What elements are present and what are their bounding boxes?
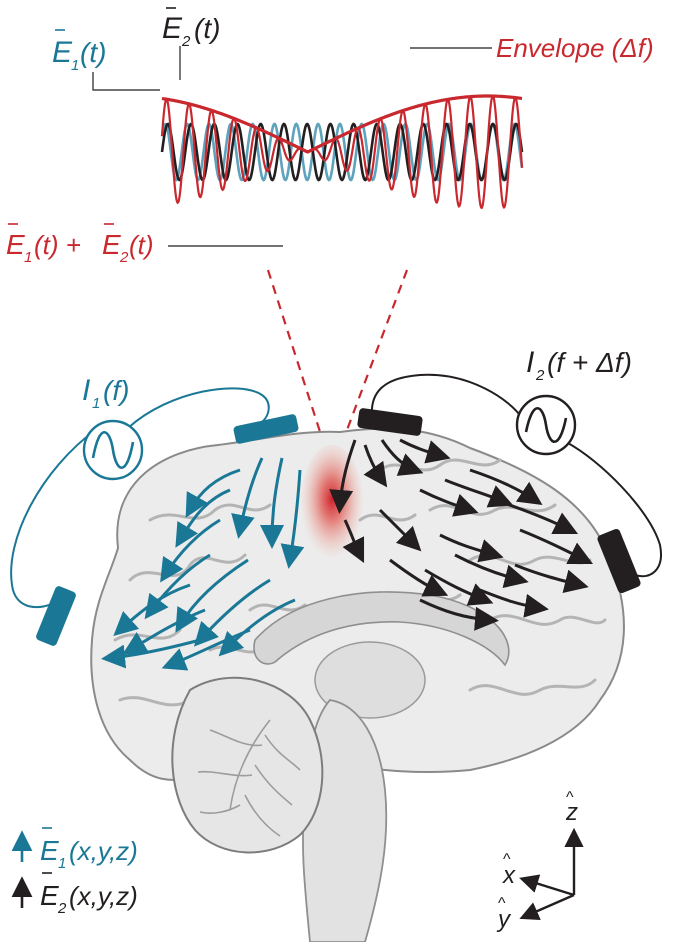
e1-leader-line xyxy=(92,72,160,91)
coordinate-axes xyxy=(519,827,584,920)
i1-wire-left xyxy=(10,427,99,608)
brain-sagittal-section xyxy=(90,427,625,942)
legend-e2-argument: (x,y,z) xyxy=(69,881,138,911)
field-legend: E 1 (x,y,z) E 2 (x,y,z) xyxy=(11,827,138,917)
i2-wire-left xyxy=(370,373,523,419)
i2-circuit: I 2 (f + Δf) xyxy=(357,346,662,594)
e1-wave-label: E 1 (t) xyxy=(52,29,106,74)
legend-e1-symbol: E xyxy=(40,835,59,866)
i2-argument: (f + Δf) xyxy=(547,347,632,378)
sum-e2-subscript: 2 xyxy=(119,249,129,266)
legend-e1: E 1 (x,y,z) xyxy=(11,827,138,872)
electrode-1-front xyxy=(36,586,76,646)
legend-e2: E 2 (x,y,z) xyxy=(11,872,138,917)
y-hat: ^ xyxy=(498,895,506,912)
sum-e1-argument: (t) + xyxy=(34,230,88,260)
y-axis-label: y xyxy=(496,906,512,933)
x-axis xyxy=(519,874,575,897)
i1-argument: (f) xyxy=(103,375,129,406)
z-hat: ^ xyxy=(566,789,574,806)
x-axis-label: x xyxy=(502,862,516,889)
i1-wire-right xyxy=(127,387,270,429)
i2-label: I 2 (f + Δf) xyxy=(526,346,632,384)
i2-subscript: 2 xyxy=(535,367,545,384)
i1-label: I 1 (f) xyxy=(82,374,129,412)
e1-symbol: E xyxy=(52,36,73,69)
sum-e1-symbol: E xyxy=(6,229,25,260)
envelope-label: Envelope (Δf) xyxy=(496,33,654,63)
sum-e2-argument: (t) xyxy=(129,230,154,260)
z-axis-label: z xyxy=(565,799,578,826)
x-hat: ^ xyxy=(503,851,511,868)
sum-e2-symbol: E xyxy=(102,229,121,260)
e2-field-arrows xyxy=(329,438,594,631)
legend-e2-subscript: 2 xyxy=(57,900,67,917)
cerebellum-arbor-vitae xyxy=(197,719,301,837)
e2-subscript: 2 xyxy=(181,33,191,50)
cerebellum xyxy=(171,676,324,854)
thalamus xyxy=(314,641,426,719)
stimulation-hotspot xyxy=(300,445,364,565)
e1-waveform xyxy=(160,122,524,182)
zoom-line-left xyxy=(266,269,324,439)
i2-wire-right xyxy=(565,441,662,578)
e2-waveform xyxy=(160,122,524,182)
sum-waveform xyxy=(160,94,524,210)
e1-field-arrows xyxy=(101,457,305,671)
sum-wave-label: E 1 (t) + E 2 (t) xyxy=(6,223,154,266)
legend-e1-subscript: 1 xyxy=(58,855,66,872)
legend-e2-symbol: E xyxy=(40,880,59,911)
e2-symbol: E xyxy=(162,12,183,45)
electrode-1-top xyxy=(233,414,299,444)
y-axis xyxy=(519,893,575,920)
i1-circuit: I 1 (f) xyxy=(10,374,299,646)
envelope-curve xyxy=(161,94,523,154)
i1-subscript: 1 xyxy=(92,395,100,412)
i1-symbol: I xyxy=(82,374,90,407)
i2-symbol: I xyxy=(526,346,534,379)
axis-labels: z ^ x ^ y ^ xyxy=(496,789,578,933)
legend-e1-argument: (x,y,z) xyxy=(69,836,138,866)
waveform-panel xyxy=(160,94,524,210)
e2-argument: (t) xyxy=(194,13,220,44)
electrode-2-top xyxy=(357,408,423,436)
e1-subscript: 1 xyxy=(71,57,79,74)
e2-wave-label: E 2 (t) xyxy=(162,7,220,50)
e1-argument: (t) xyxy=(80,37,106,68)
sine-wave-source-icon-2 xyxy=(524,407,568,443)
electrode-2-back xyxy=(597,528,641,594)
sine-wave-source-icon xyxy=(91,431,135,469)
sum-e1-subscript: 1 xyxy=(24,249,32,266)
zoom-line-right xyxy=(342,269,409,439)
